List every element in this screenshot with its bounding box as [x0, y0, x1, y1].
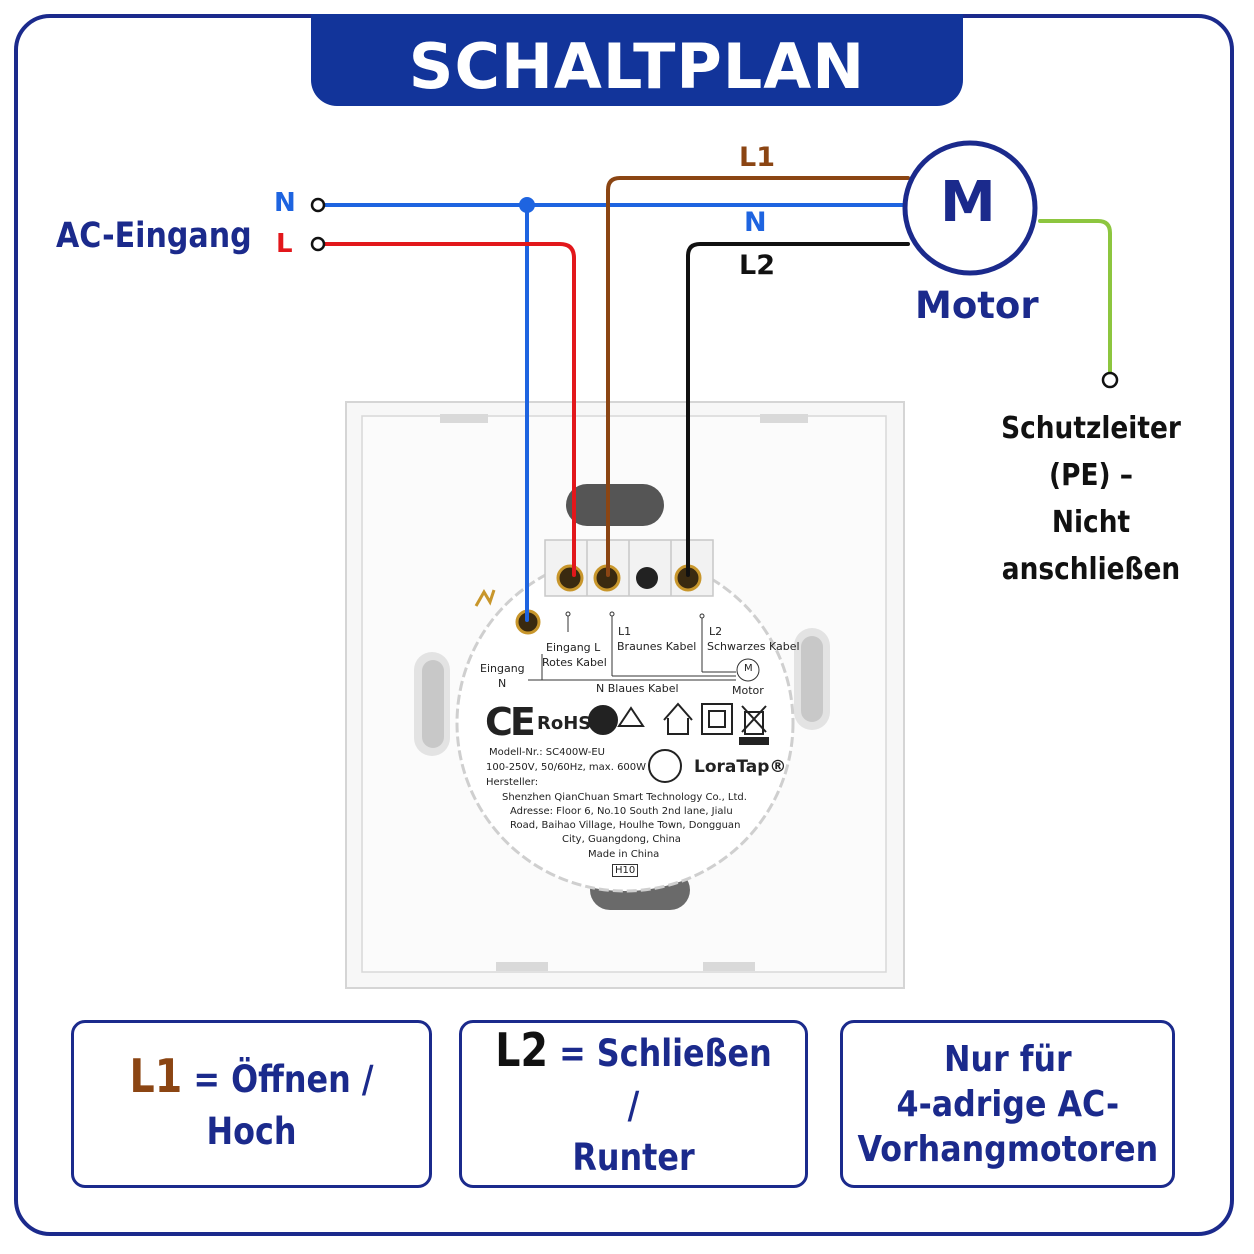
pe-line-2: Nicht anschließen — [1001, 505, 1181, 587]
switch-device — [345, 401, 905, 989]
legend-l2-desc-2: Runter — [572, 1136, 695, 1179]
terminal-pe — [1101, 371, 1119, 389]
ac-input-label: AC-Eingang — [56, 216, 252, 256]
device-rating: 100-250V, 50/60Hz, max. 600W — [486, 762, 647, 773]
device-eingang: Eingang — [480, 662, 525, 675]
device-eingang-l: Eingang L — [546, 641, 601, 654]
device-braunes-kabel: Braunes Kabel — [617, 640, 697, 653]
legend-motor-line-1: Nur für — [943, 1038, 1072, 1080]
pe-wire — [1038, 219, 1112, 374]
terminal-l — [310, 236, 326, 252]
legend-l2-desc-1: = Schließen / — [559, 1032, 772, 1127]
legend-motor-type-text: Nur für 4-adrige AC- Vorhangmotoren — [857, 1037, 1158, 1172]
legend-l2-key: L2 — [495, 1023, 548, 1077]
wire-n-label: N — [744, 207, 767, 238]
legend-l1-text: L1 = Öffnen / Hoch — [99, 1050, 404, 1158]
device-motor-symbol: M — [744, 663, 753, 674]
wire-l2-label: L2 — [739, 250, 775, 281]
device-address-3: City, Guangdong, China — [562, 834, 681, 845]
legend-motor-line-3: Vorhangmotoren — [857, 1128, 1158, 1170]
device-n: N — [498, 677, 507, 690]
legend-l1-key: L1 — [129, 1049, 183, 1103]
brand-logo: LoraTap® — [694, 757, 787, 777]
device-l1: L1 — [618, 625, 632, 638]
legend-box-l1: L1 = Öffnen / Hoch — [71, 1020, 432, 1188]
title-banner: SCHALTPLAN — [311, 14, 963, 106]
brown-wire-l1 — [606, 176, 910, 577]
device-l2: L2 — [709, 625, 723, 638]
motor-label: Motor — [915, 284, 1039, 327]
motor-symbol: M — [940, 170, 996, 235]
device-manufacturer-label: Hersteller: — [486, 777, 539, 788]
pe-line-1: Schutzleiter (PE) – — [1001, 411, 1181, 493]
motor-circle — [902, 140, 1038, 276]
page-title: SCHALTPLAN — [408, 30, 866, 103]
pe-note: Schutzleiter (PE) – Nicht anschließen — [981, 405, 1201, 593]
device-schwarzes-kabel: Schwarzes Kabel — [707, 640, 800, 653]
ac-l-label: L — [276, 229, 293, 259]
red-wire-l — [322, 242, 576, 577]
legend-l2-text: L2 = Schließen / Runter — [486, 1024, 781, 1184]
junction-dot — [519, 197, 535, 213]
device-address-2: Road, Baihao Village, Houlhe Town, Dongg… — [510, 820, 741, 831]
legend-l1-desc: = Öffnen / Hoch — [193, 1058, 374, 1153]
device-made-in: Made in China — [588, 849, 660, 860]
device-rotes-kabel: Rotes Kabel — [542, 656, 607, 669]
black-wire-l2 — [686, 242, 910, 577]
ce-mark: CE — [485, 700, 536, 744]
legend-box-motor-type: Nur für 4-adrige AC- Vorhangmotoren — [840, 1020, 1175, 1188]
terminal-n — [310, 197, 326, 213]
ac-n-label: N — [274, 188, 296, 218]
device-address-1: Adresse: Floor 6, No.10 South 2nd lane, … — [510, 806, 733, 817]
rohs-mark: RoHS — [537, 713, 592, 734]
legend-box-l2: L2 = Schließen / Runter — [459, 1020, 808, 1188]
device-code: H10 — [612, 864, 639, 877]
legend-motor-line-2: 4-adrige AC- — [896, 1083, 1119, 1125]
device-manufacturer: Shenzhen QianChuan Smart Technology Co.,… — [502, 792, 747, 803]
device-blaues-kabel: N Blaues Kabel — [596, 682, 679, 695]
device-motor: Motor — [732, 684, 764, 697]
device-model: Modell-Nr.: SC400W-EU — [489, 747, 605, 758]
wire-l1-label: L1 — [739, 142, 775, 173]
